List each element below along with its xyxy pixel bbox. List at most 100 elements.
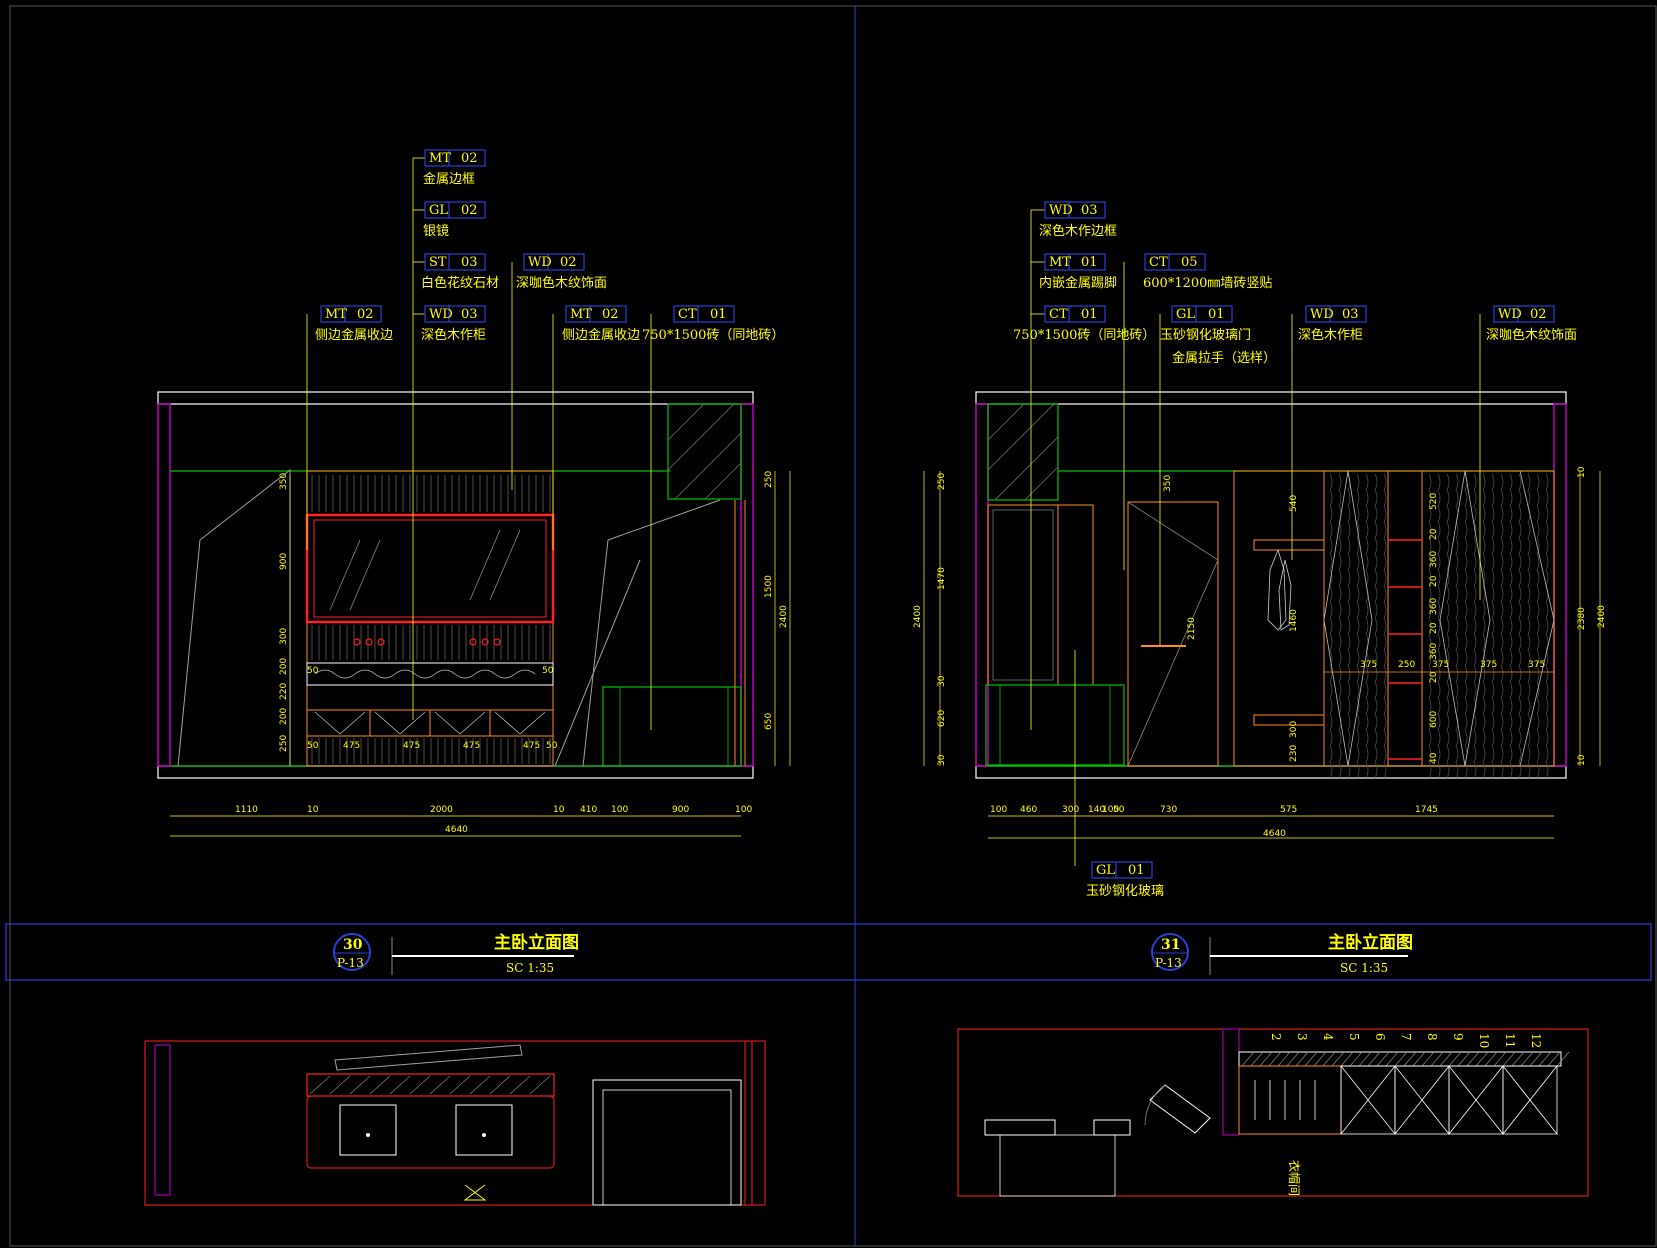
drawer-dimension: 475 bbox=[343, 741, 360, 751]
plan-grid-number: 11 bbox=[1503, 1033, 1517, 1048]
drawing-title-text: 主卧立面图 bbox=[494, 932, 579, 953]
shelf-dimension: 360 bbox=[1429, 551, 1439, 568]
glass-door bbox=[1127, 501, 1219, 767]
shelf-dimension: 40 bbox=[1429, 752, 1439, 764]
vertical-dimension: 30 bbox=[937, 675, 947, 687]
overall-height: 2400 bbox=[779, 605, 789, 628]
counter-dimension: 50 bbox=[542, 666, 554, 676]
tag-label: 750*1500砖（同地砖） bbox=[1013, 328, 1155, 343]
drawer-dimension: 50 bbox=[307, 741, 319, 751]
cabinet-dimension: 1460 bbox=[1289, 609, 1299, 632]
tag-number: 01 bbox=[710, 307, 727, 322]
dimension-label: 140 bbox=[1088, 805, 1105, 815]
total-dimension: 4640 bbox=[445, 825, 468, 835]
plan-grid-number: 2 bbox=[1269, 1033, 1283, 1041]
shelf-dimension: 360 bbox=[1429, 598, 1439, 615]
overall-height: 2400 bbox=[913, 605, 923, 628]
drawer-dimension: 475 bbox=[523, 741, 540, 751]
floor-slab bbox=[975, 765, 1567, 779]
drawing-scale: SC 1:35 bbox=[1340, 961, 1388, 975]
tag-label: 深色木作边框 bbox=[1039, 223, 1117, 239]
tag-label: 玉砂钢化玻璃 bbox=[1086, 884, 1164, 899]
panel-width: 250 bbox=[1398, 660, 1415, 670]
drawer-dimension: 475 bbox=[403, 741, 420, 751]
tag-label: 玉砂钢化玻璃门 bbox=[1160, 328, 1251, 343]
marble-counter bbox=[306, 662, 554, 686]
left-wall bbox=[157, 403, 171, 767]
tag-code: WD bbox=[429, 307, 453, 322]
vertical-dimension: 900 bbox=[279, 553, 289, 570]
vertical-dimension: 1500 bbox=[764, 575, 774, 598]
vertical-dimension: 300 bbox=[279, 628, 289, 645]
tag-label: 侧边金属收边 bbox=[562, 327, 640, 343]
plan-grid-number: 6 bbox=[1373, 1033, 1387, 1041]
sheet-frame bbox=[5, 5, 1657, 1247]
cabinet-dimension: 540 bbox=[1289, 495, 1299, 512]
tag-code: MT bbox=[1049, 255, 1071, 270]
sink-icon bbox=[455, 1104, 513, 1156]
stone-cabinet bbox=[602, 686, 742, 767]
dimension-label: 100 bbox=[990, 805, 1007, 815]
tag-code: WD bbox=[1049, 203, 1073, 218]
dimension-label: 100 bbox=[1102, 805, 1119, 815]
total-dimension: 4640 bbox=[1263, 829, 1286, 839]
vertical-dimension: 650 bbox=[764, 713, 774, 730]
left-plan bbox=[144, 1040, 766, 1206]
dimension-label: 575 bbox=[1280, 805, 1297, 815]
tag-label: 侧边金属收边 bbox=[315, 327, 393, 343]
tag-code: WD bbox=[528, 255, 552, 270]
plan-grid-number: 9 bbox=[1451, 1033, 1465, 1041]
faucet-icon bbox=[353, 638, 501, 646]
material-tag: GL 01 玉砂钢化玻璃 bbox=[1086, 861, 1164, 899]
plan-grid-number: 10 bbox=[1477, 1033, 1491, 1048]
mirror bbox=[305, 513, 555, 624]
sink-icon bbox=[339, 1104, 397, 1156]
wardrobe-open bbox=[1233, 470, 1325, 767]
dimension-label: 10 bbox=[307, 805, 319, 815]
drawing-number: 30 bbox=[343, 937, 363, 953]
tag-number: 03 bbox=[1342, 307, 1359, 322]
vertical-dimension: 250 bbox=[279, 735, 289, 752]
tag-code: MT bbox=[325, 307, 347, 322]
upper-cabinet bbox=[667, 403, 742, 500]
tag-number: 03 bbox=[461, 255, 478, 270]
dimension-label: 1745 bbox=[1415, 805, 1438, 815]
cabinet-dimension: 2150 bbox=[1187, 617, 1197, 640]
hanger-icon bbox=[1267, 548, 1292, 631]
tag-number: 05 bbox=[1181, 255, 1198, 270]
dimension-label: 900 bbox=[672, 805, 689, 815]
right-elevation bbox=[975, 391, 1567, 779]
panel-width: 375 bbox=[1432, 660, 1449, 670]
tag-code: GL bbox=[1096, 863, 1115, 878]
tag-code: CT bbox=[1049, 307, 1068, 322]
drawer-dimension: 475 bbox=[463, 741, 480, 751]
left-leaders bbox=[306, 157, 652, 730]
tag-number: 01 bbox=[1128, 863, 1145, 878]
vertical-dimension: 200 bbox=[279, 708, 289, 725]
closet-label: 衣帽间 bbox=[1287, 1160, 1302, 1196]
overall-height: 2400 bbox=[1597, 605, 1607, 628]
tag-label: 白色花纹石材 bbox=[421, 275, 499, 291]
dimension-label: 300 bbox=[1062, 805, 1079, 815]
tag-number: 02 bbox=[560, 255, 577, 270]
tag-number: 03 bbox=[1081, 203, 1098, 218]
tag-label: 深色木作柜 bbox=[1298, 327, 1363, 343]
tag-number: 02 bbox=[461, 203, 478, 218]
tag-code: WD bbox=[1310, 307, 1334, 322]
vertical-dimension: 620 bbox=[937, 710, 947, 727]
dimension-label: 1110 bbox=[235, 805, 258, 815]
dimension-label: 50 bbox=[1113, 805, 1125, 815]
tag-code: MT bbox=[570, 307, 592, 322]
